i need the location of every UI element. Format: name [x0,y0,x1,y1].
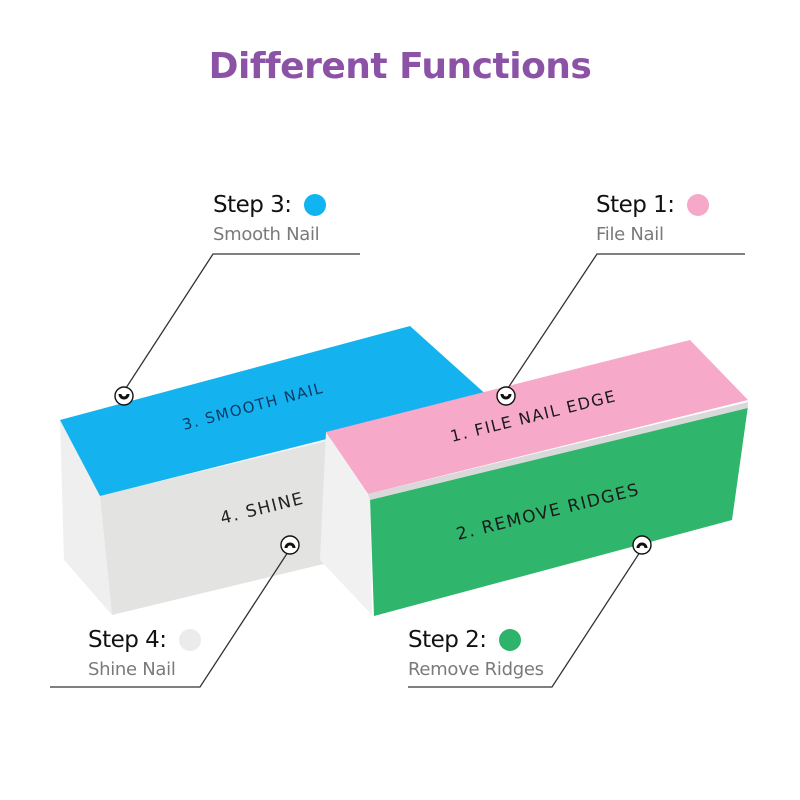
step3-callout: Step 3: Smooth Nail [213,192,326,245]
right-block-top-face [326,340,748,494]
step4-description: Shine Nail [88,659,176,680]
left-block-side-face [60,420,112,615]
step4-label: Step 4: [88,627,167,653]
callout-line-step2 [408,551,641,688]
page-title: Different Functions [208,46,592,87]
right-block-side-face [320,432,372,615]
step2-description: Remove Ridges [408,659,544,680]
step3-label: Step 3: [213,192,292,218]
left-block-top-face [60,326,490,496]
step3-description: Smooth Nail [213,224,320,245]
callout-marker-icon-step2 [632,535,652,555]
right-block-front-face [370,406,748,616]
callout-line-step1 [507,253,745,389]
step2-callout: Step 2: Remove Ridges [408,627,544,680]
callout-marker-icon-step4 [280,535,300,555]
step1-callout: Step 1: File Nail [596,192,709,245]
step2-label: Step 2: [408,627,487,653]
right-block-front-edge [368,402,748,500]
step4-color-dot [178,629,201,651]
step3-color-dot [303,194,326,216]
buffer-block-right: 1. FILE NAIL EDGE 2. REMOVE RIDGES [320,340,748,616]
step4-callout: Step 4: Shine Nail [88,627,201,680]
left-block-front-face [100,440,340,615]
buffer-block-left: 3. SMOOTH NAIL 4. SHINE [60,326,490,615]
callout-line-step3 [125,253,360,389]
step1-color-dot [686,194,709,216]
step1-description: File Nail [596,224,664,245]
callout-marker-icon-step3 [114,386,134,406]
step2-color-dot [498,629,521,651]
callout-marker-icon-step1 [496,386,516,406]
step1-label: Step 1: [596,192,675,218]
callout-line-step4 [50,551,289,688]
